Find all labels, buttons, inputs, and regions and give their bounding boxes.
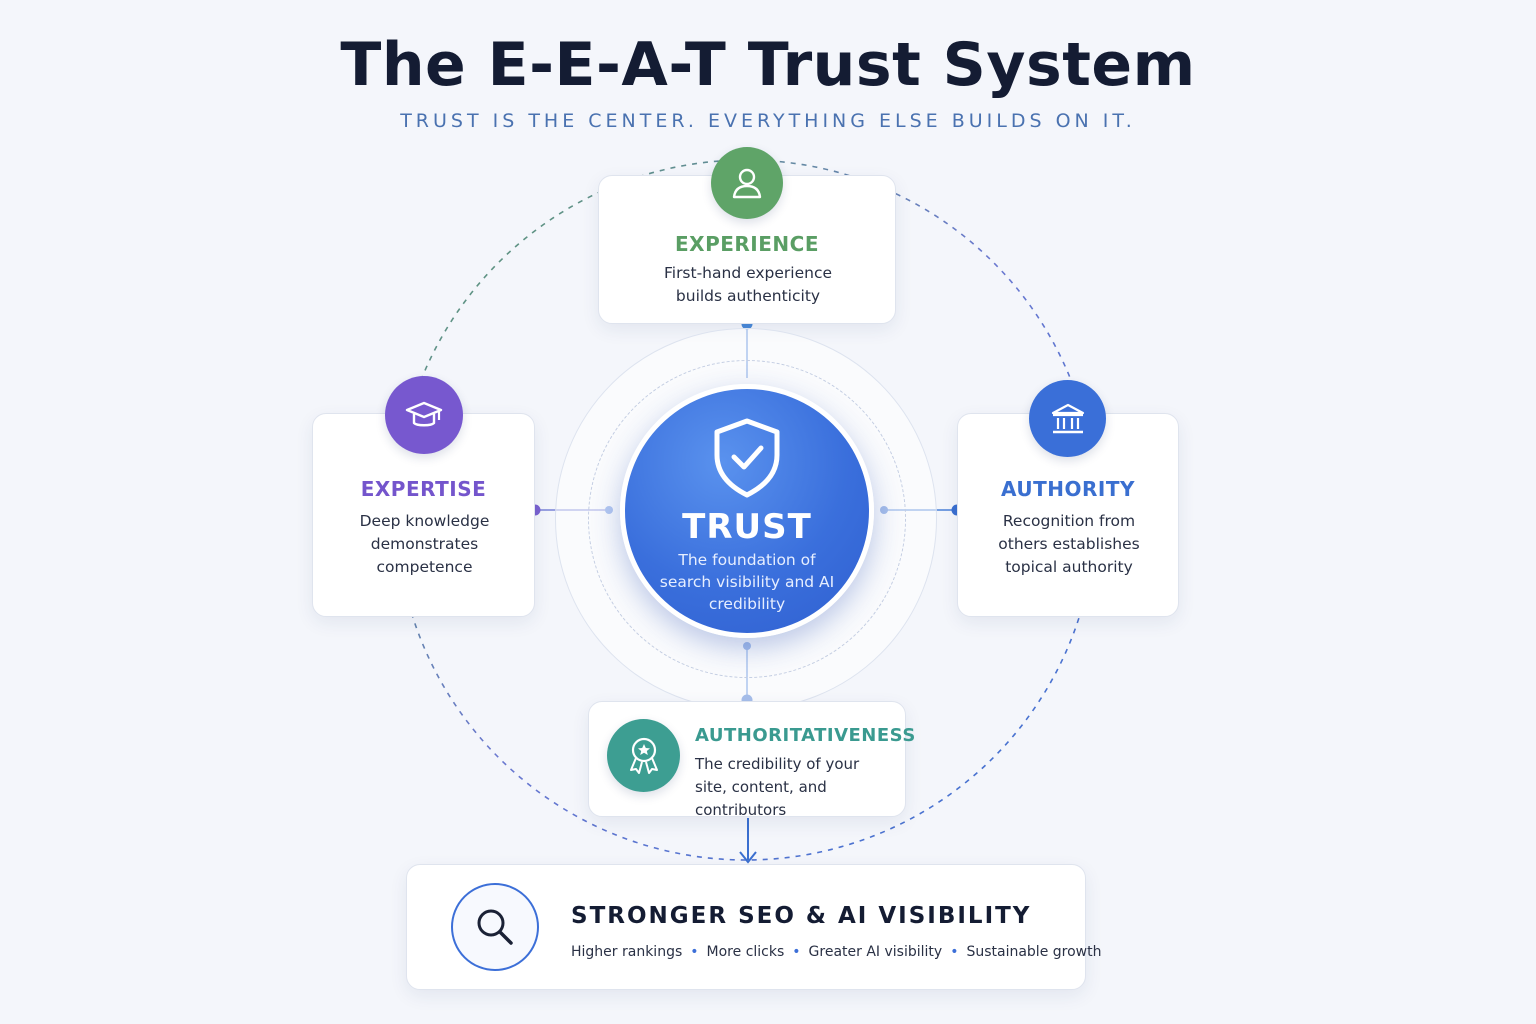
page-subtitle: TRUST IS THE CENTER. EVERYTHING ELSE BUI…: [400, 110, 1136, 132]
bullet-separator: •: [950, 944, 959, 960]
benefit-item: Greater AI visibility: [808, 944, 943, 960]
expertise-description: Deep knowledge demonstrates competence: [359, 512, 490, 576]
benefit-item: Sustainable growth: [966, 944, 1102, 960]
experience-card: EXPERIENCE First-hand experience builds …: [598, 175, 896, 324]
benefit-item: Higher rankings: [571, 944, 683, 960]
trust-description: The foundation of search visibility and …: [659, 551, 835, 613]
authority-description: Recognition from others establishes topi…: [998, 512, 1140, 576]
page-title: The E-E-A-T Trust System: [340, 30, 1196, 100]
outcome-title: STRONGER SEO & AI VISIBILITY: [571, 903, 1032, 929]
award-ribbon-icon: [607, 719, 680, 792]
institution-icon: [1029, 380, 1106, 457]
expertise-title: EXPERTISE: [360, 477, 487, 501]
benefit-item: More clicks: [706, 944, 785, 960]
bullet-separator: •: [792, 944, 801, 960]
trust-core: TRUST The foundation of search visibilit…: [620, 384, 874, 638]
experience-title: EXPERIENCE: [675, 232, 819, 256]
person-icon: [711, 147, 783, 219]
outcome-benefits: Higher rankings • More clicks • Greater AI v…: [571, 944, 1101, 960]
arrow-head: [739, 851, 757, 864]
search-icon: [451, 883, 539, 971]
trust-dashed-ring: [588, 360, 906, 678]
graduation-cap-icon: [385, 376, 463, 454]
shield-check-icon: [714, 418, 780, 498]
authority-title: AUTHORITY: [1001, 477, 1135, 501]
experience-description: First-hand experience builds authenticit…: [663, 264, 833, 305]
bullet-separator: •: [690, 944, 699, 960]
trust-title: TRUST: [682, 507, 812, 547]
authoritativeness-description: The credibility of your site, content, a…: [695, 755, 860, 819]
outcome-card: STRONGER SEO & AI VISIBILITY Higher rank…: [406, 864, 1101, 990]
authoritativeness-title: AUTHORITATIVENESS: [695, 725, 916, 746]
